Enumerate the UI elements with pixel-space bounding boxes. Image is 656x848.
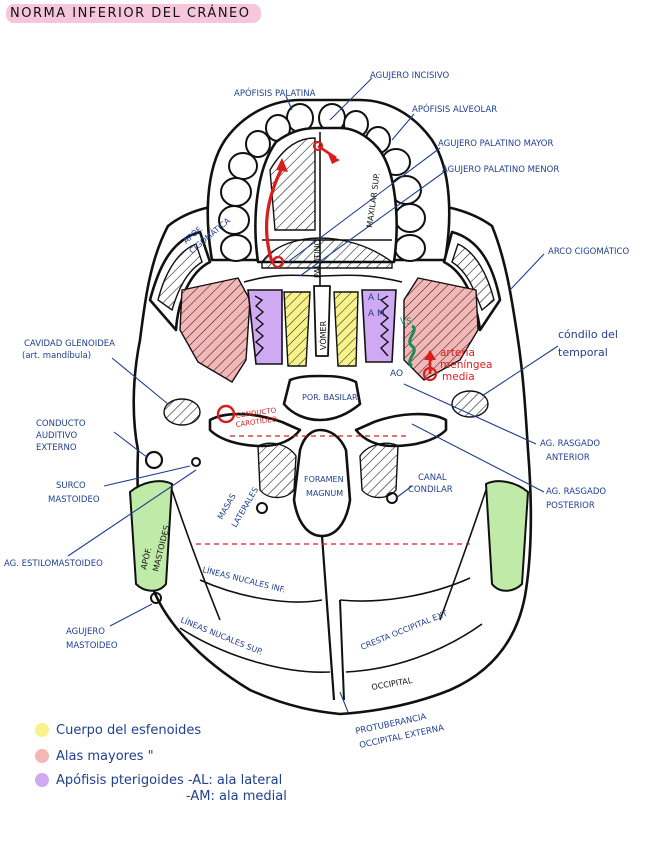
label-ag-estilomastoideo: AG. ESTILOMASTOIDEO	[4, 559, 103, 569]
petrous-right	[354, 412, 448, 448]
glenoid-cavity-left	[163, 398, 201, 426]
condyle-right	[359, 442, 399, 499]
label-vs: VS	[400, 317, 412, 327]
label-apofisis-palatina: APÓFISIS PALATINA	[234, 87, 316, 99]
legend-text-3: -AM: ala medial	[186, 789, 287, 804]
label-canal-condilar-2: CONDILAR	[408, 485, 453, 495]
foramen-magnum	[292, 428, 352, 538]
legend-swatch-purple	[35, 773, 49, 787]
legend-text-2: Apófisis pterigoides -AL: ala lateral	[56, 773, 282, 788]
label-al: A L	[368, 293, 382, 303]
label-ag-rasgado-anterior-1: AG. RASGADO	[540, 439, 600, 449]
mastoid-left	[128, 480, 174, 592]
mastoid-right	[484, 480, 530, 592]
legend-swatch-pink	[35, 749, 49, 763]
label-agujero-mastoideo-1: AGUJERO	[66, 627, 105, 637]
teeth-left	[218, 103, 314, 262]
label-apofisis-alveolar: APÓFISIS ALVEOLAR	[412, 103, 497, 115]
stylomastoid-foramen	[191, 457, 201, 467]
legend-text-1: Alas mayores "	[56, 749, 154, 764]
greater-wing-right	[403, 277, 479, 381]
occipitomastoid-suture-left	[171, 489, 221, 621]
label-canal-condilar-1: CANAL	[418, 473, 447, 483]
label-arteria-1: arteria	[440, 347, 475, 359]
label-conducto-auditivo-2: AUDITIVO	[36, 431, 77, 441]
condyle-left	[257, 442, 297, 499]
zygomatic-arch-left-hatch	[157, 243, 203, 312]
label-ao: AO	[390, 369, 403, 379]
label-surco-mastoideo-1: SURCO	[56, 481, 86, 491]
label-por-basilar: POR. BASILAR	[302, 393, 358, 402]
label-agujero-mastoideo-2: MASTOIDEO	[66, 641, 118, 651]
label-palatino: PALATINO	[313, 239, 322, 278]
superior-nuchal-line-left	[179, 627, 331, 673]
inferior-nuchal-line-left	[199, 579, 323, 603]
sphenoid-body-right	[333, 291, 359, 367]
label-cavidad-glenoidea-2: (art. mandíbula)	[22, 351, 91, 361]
label-agujero-palatino-mayor: AGUJERO PALATINO MAYOR	[438, 139, 553, 149]
leader-lines	[67, 77, 559, 713]
superior-nuchal-line-right	[345, 623, 483, 673]
legend-text-0: Cuerpo del esfenoides	[56, 723, 201, 738]
label-surco-mastoideo-2: MASTOIDEO	[48, 495, 100, 505]
label-vomer: VÓMER	[317, 320, 328, 350]
label-foramen-magnum-1: FORAMEN	[304, 475, 344, 484]
external-occipital-crest	[320, 535, 336, 701]
label-ag-rasgado-posterior-1: AG. RASGADO	[546, 487, 606, 497]
pterygoid-left	[247, 289, 283, 365]
label-agujero-palatino-menor: AGUJERO PALATINO MENOR	[442, 165, 559, 175]
label-ag-rasgado-anterior-2: ANTERIOR	[546, 453, 590, 463]
legend-swatch-yellow	[35, 723, 49, 737]
page-title: NORMA INFERIOR DEL CRÁNEO	[6, 4, 261, 23]
label-am: A M	[368, 309, 385, 319]
label-condilo-temporal-1: cóndilo del	[558, 328, 618, 341]
label-ag-rasgado-posterior-2: POSTERIOR	[546, 501, 595, 511]
vomer	[313, 285, 331, 357]
red-arrow-curve	[264, 167, 284, 263]
greater-wing-left	[179, 277, 251, 383]
legend: Cuerpo del esfenoides Alas mayores " Apó…	[35, 723, 287, 804]
carotid-canal	[216, 404, 236, 424]
label-cavidad-glenoidea-1: CAVIDAD GLENOIDEA	[24, 339, 115, 349]
label-arco-cigomatico: ARCO CIGOMÁTICO	[548, 245, 629, 257]
label-foramen-magnum-2: MAGNUM	[306, 489, 343, 498]
external-auditory-canal	[144, 450, 164, 470]
label-conducto-auditivo-3: EXTERNO	[36, 443, 77, 453]
external-occipital-crest-b	[339, 599, 345, 701]
pterygoid-right	[361, 289, 397, 363]
label-agujero-incisivo: AGUJERO INCISIVO	[370, 71, 450, 81]
condylar-canal	[256, 502, 268, 514]
inferior-nuchal-line-right	[339, 577, 471, 602]
basilar-part	[282, 374, 362, 422]
choanae-border	[243, 274, 403, 283]
petrous-left	[208, 412, 302, 448]
green-wave	[408, 324, 416, 368]
label-arteria-3: media	[442, 371, 475, 383]
label-condilo-temporal-2: temporal	[558, 346, 608, 359]
glenoid-cavity-right	[451, 390, 489, 418]
sphenoid-body-left	[283, 291, 311, 367]
condylar-canal-right	[386, 492, 398, 504]
palatine-bone-hatch	[261, 237, 393, 269]
label-conducto-auditivo-1: CONDUCTO	[36, 419, 86, 429]
label-arteria-2: meníngea	[440, 359, 492, 371]
mastoid-foramen	[150, 592, 162, 604]
